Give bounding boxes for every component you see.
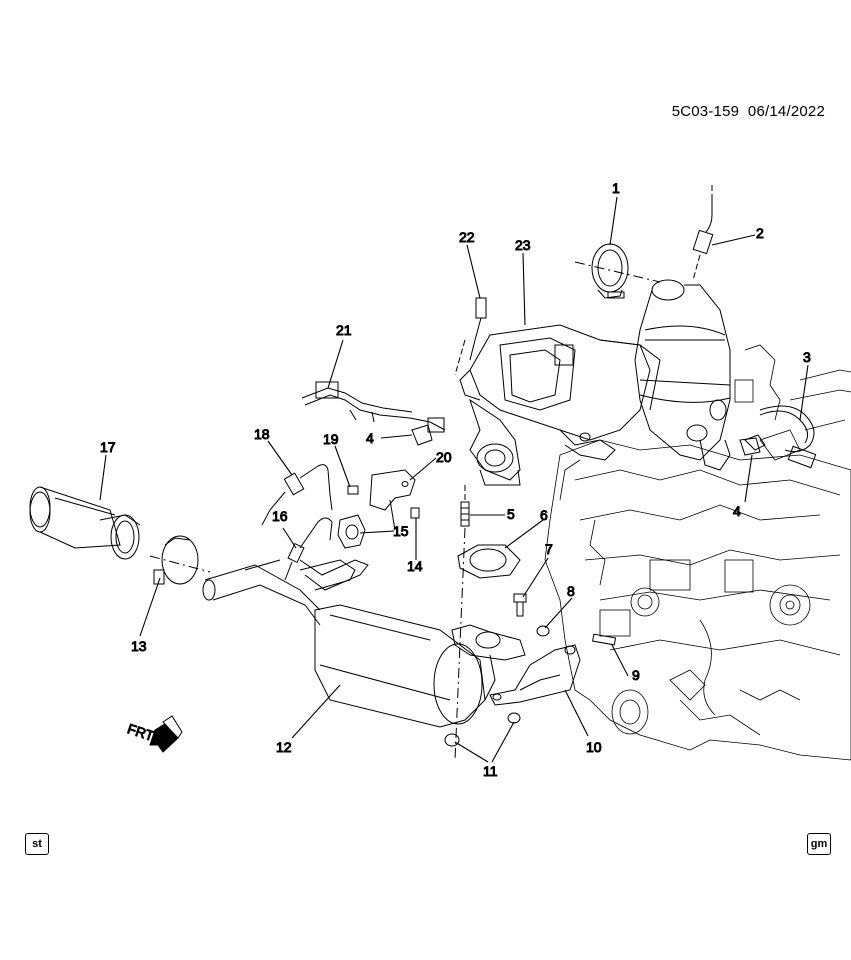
callout-6: 6	[540, 507, 548, 523]
part-14-bolt	[410, 507, 420, 519]
callout-20: 20	[436, 449, 452, 465]
callout-14: 14	[407, 558, 423, 574]
callout-16: 16	[272, 508, 288, 524]
leader-lines	[99, 196, 809, 763]
callout-18: 18	[254, 426, 270, 442]
part-12-particulate-filter	[202, 559, 526, 728]
gm-logo-badge: gm	[807, 833, 831, 855]
callout-13: 13	[131, 638, 147, 654]
part-13-clamp	[149, 535, 211, 585]
part-6-gasket	[457, 544, 521, 579]
part-22-sensor	[454, 297, 487, 376]
callout-17: 17	[100, 439, 116, 455]
sensor-harness-loop	[299, 559, 369, 591]
part-10-bracket	[489, 644, 581, 706]
callout-10: 10	[586, 739, 602, 755]
part-5-stud	[454, 485, 470, 761]
part-19-bolt	[347, 485, 359, 495]
part-23-exhaust-manifold	[459, 324, 661, 486]
part-4-bracket	[411, 424, 761, 456]
callout-labels: 1 2 3 4 4 5 6 7 8 9 10 11 12 13 14 15 16…	[100, 180, 812, 780]
part-9-stud	[592, 633, 617, 646]
part-21-sensor-harness	[301, 381, 446, 433]
callout-4-left: 4	[366, 430, 374, 446]
reference-code: 5C03-159	[671, 103, 740, 120]
part-8-nut	[536, 625, 550, 637]
reference-date: 06/14/2022	[747, 103, 825, 120]
callout-11: 11	[483, 763, 498, 779]
callout-2: 2	[756, 225, 764, 241]
callout-9: 9	[632, 667, 640, 683]
callout-8: 8	[567, 583, 575, 599]
part-17-muffler-outlet	[29, 486, 141, 560]
callout-7: 7	[545, 541, 553, 557]
engine-block	[544, 344, 851, 761]
st-badge: st	[25, 833, 49, 855]
part-3-sensor-harness	[744, 405, 817, 469]
part-7-bolt	[513, 593, 527, 617]
callout-19: 19	[323, 431, 339, 447]
callout-5: 5	[507, 506, 515, 522]
callout-12: 12	[276, 739, 292, 755]
front-direction-arrow: FRT	[125, 715, 183, 753]
callout-22: 22	[459, 229, 475, 245]
catalytic-converter-upper	[634, 279, 731, 471]
callout-4-right: 4	[733, 503, 741, 519]
part-20-bracket	[369, 469, 416, 531]
part-15-isolator	[337, 514, 366, 549]
callout-15: 15	[393, 523, 409, 539]
front-label: FRT	[125, 720, 156, 744]
part-16-sensor	[284, 517, 333, 581]
callout-23: 23	[515, 237, 531, 253]
callout-21: 21	[336, 322, 352, 338]
part-2-oxygen-sensor	[692, 185, 714, 281]
part-1-clamp	[574, 243, 661, 299]
callout-1: 1	[612, 180, 620, 196]
part-18-sensor	[261, 464, 333, 526]
callout-3: 3	[803, 349, 811, 365]
diagram-reference: 5C03-159 06/14/2022	[672, 103, 825, 120]
